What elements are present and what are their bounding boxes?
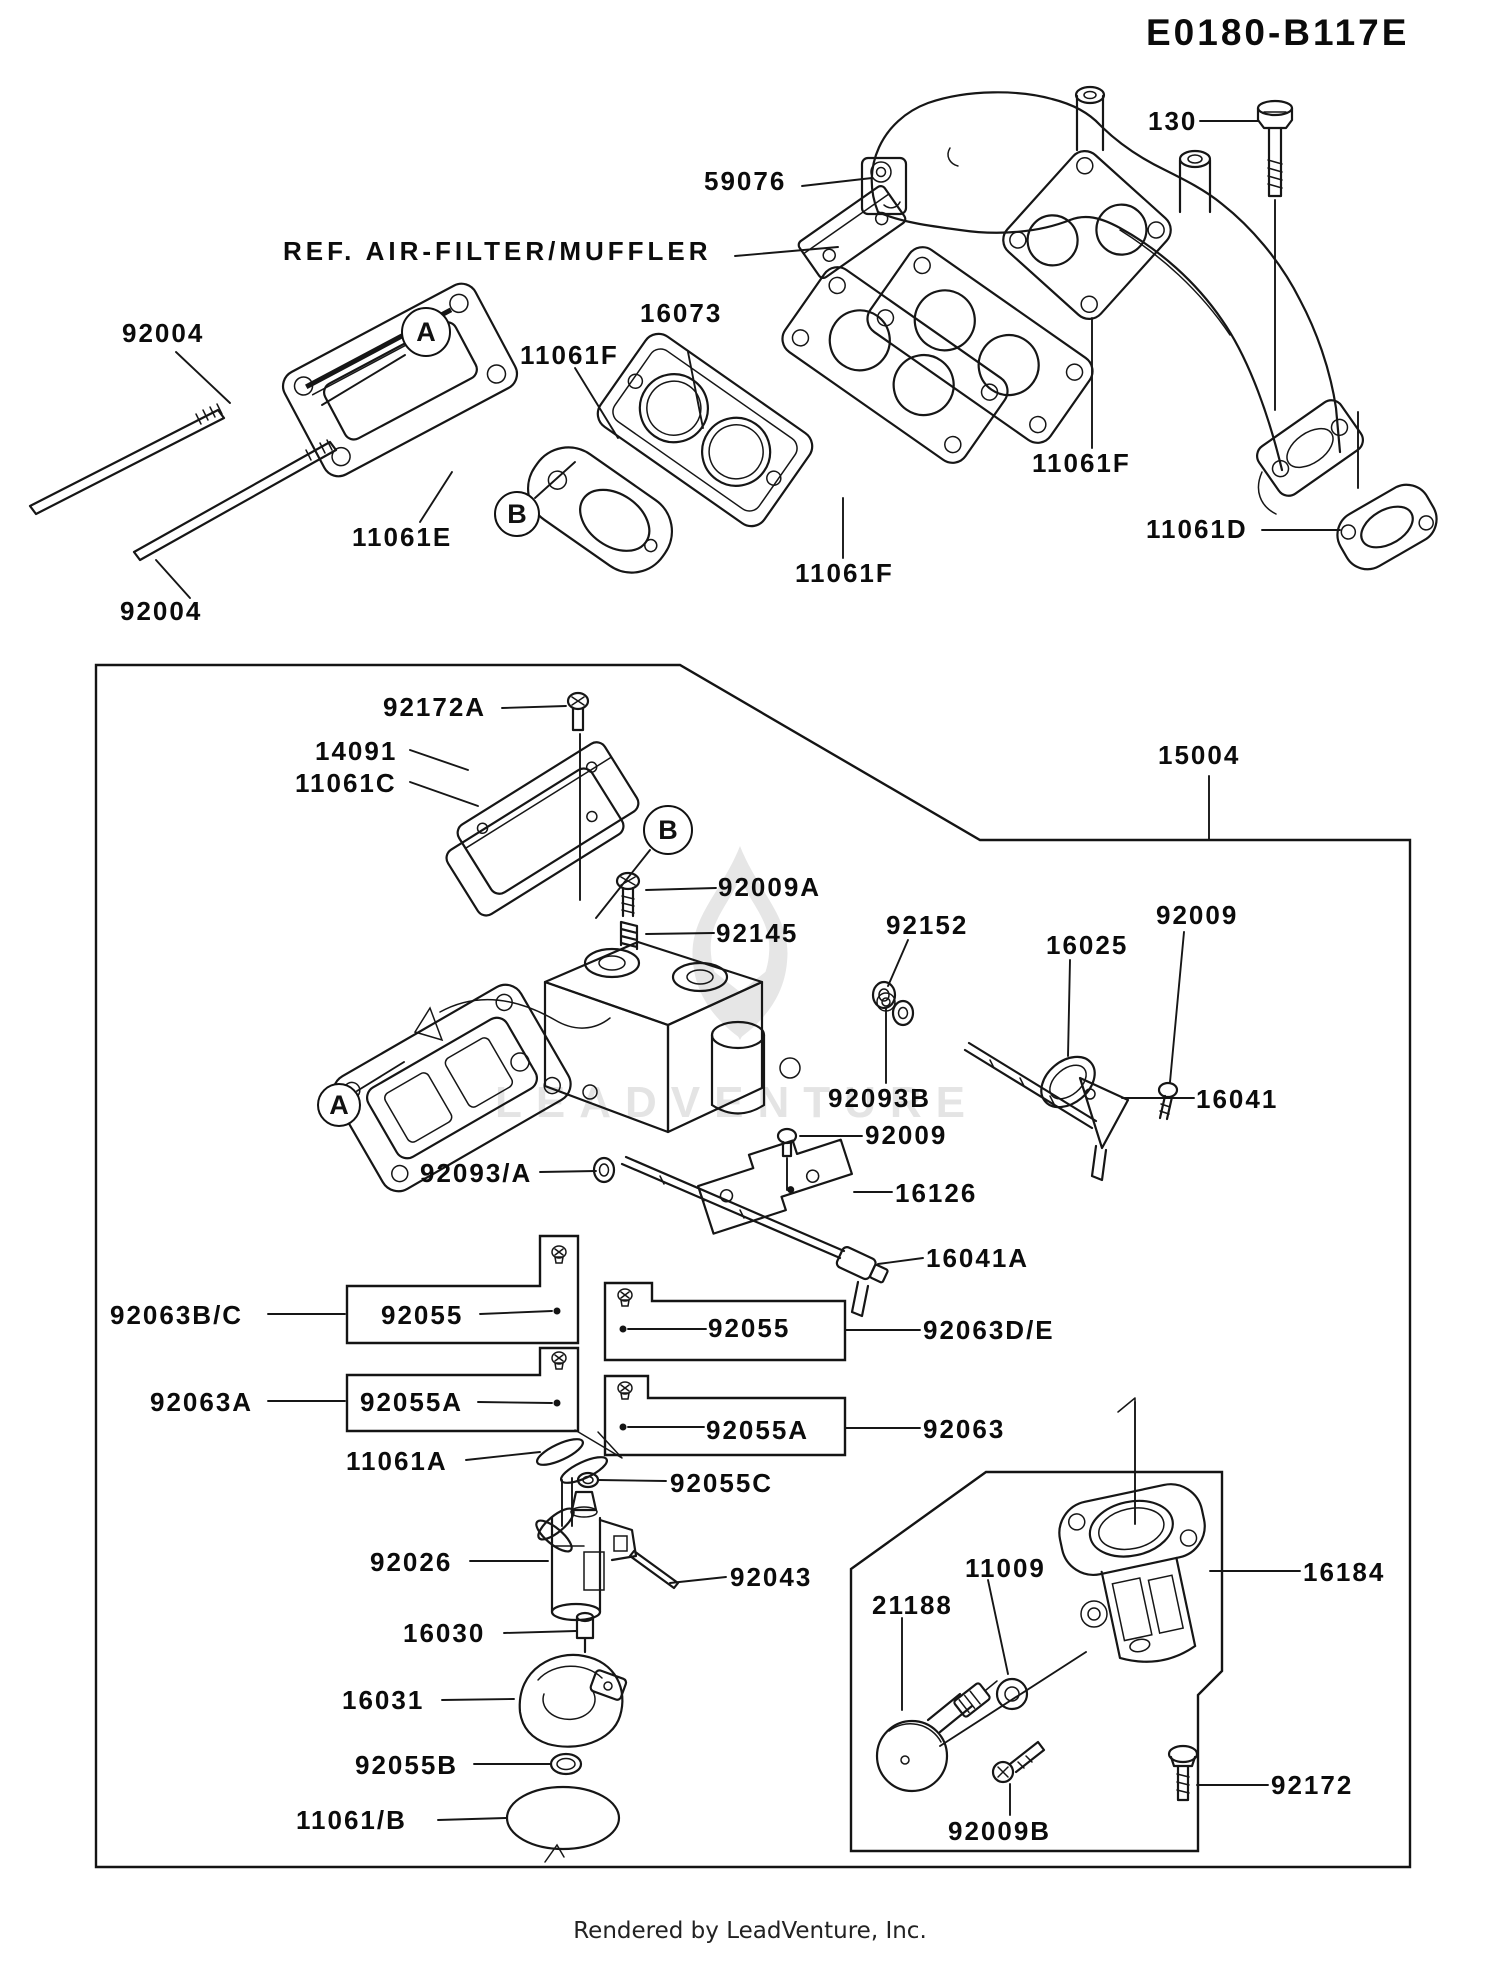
part-label-16030[interactable]: 16030	[403, 1618, 486, 1648]
part-label-92145[interactable]: 92145	[716, 918, 799, 948]
part-drawing-92152-washers	[871, 980, 915, 1027]
assembly-box-15004	[94, 663, 1412, 1869]
part-drawing-92172A-screw	[566, 691, 590, 732]
leader-lines	[155, 120, 1359, 1821]
part-label-16126[interactable]: 16126	[895, 1178, 978, 1208]
part-label-92055B[interactable]: 92055B	[355, 1750, 459, 1780]
part-label-21188[interactable]: 21188	[872, 1590, 953, 1620]
part-label-92063BC[interactable]: 92063B/C	[110, 1300, 244, 1330]
part-drawing-11009-washer	[995, 1677, 1029, 1711]
part-label-92172[interactable]: 92172	[1271, 1770, 1354, 1800]
part-label-92009-2[interactable]: 92009	[865, 1120, 948, 1150]
part-label-92152[interactable]: 92152	[886, 910, 969, 940]
part-label-92009B[interactable]: 92009B	[948, 1816, 1052, 1846]
part-drawing-92043-rod	[628, 1549, 680, 1590]
part-label-15004[interactable]: 15004	[1158, 740, 1241, 770]
part-drawing-92009B-screw	[991, 1740, 1046, 1784]
part-drawing-92009A-screw	[615, 871, 641, 918]
part-drawing-14091-bracket	[456, 741, 640, 895]
part-label-16041[interactable]: 16041	[1196, 1084, 1279, 1114]
part-label-11061B[interactable]: 11061/B	[296, 1805, 407, 1835]
kit-box-92055A-2	[603, 1374, 847, 1457]
part-label-92172A[interactable]: 92172A	[383, 692, 487, 722]
part-drawing-16031-float	[518, 1653, 628, 1748]
part-label-130[interactable]: 130	[1148, 106, 1198, 136]
part-label-14091[interactable]: 14091	[315, 736, 398, 766]
part-label-92043[interactable]: 92043	[730, 1562, 813, 1592]
part-label-11061C[interactable]: 11061C	[295, 768, 397, 798]
part-drawing-92009-screw-right	[1157, 1081, 1179, 1121]
part-drawing-ref-bracket	[797, 185, 907, 279]
part-label-92055-1[interactable]: 92055	[381, 1300, 464, 1330]
part-drawing-16073-plate	[596, 332, 814, 528]
part-label-16031[interactable]: 16031	[342, 1685, 425, 1715]
part-drawing-130-bolt	[1256, 99, 1294, 198]
part-label-92004-2[interactable]: 92004	[120, 596, 203, 626]
footer-credit: Rendered by LeadVenture, Inc.	[573, 1918, 927, 1944]
part-drawing-59076	[860, 85, 1364, 515]
part-drawing-11061D-flange	[1336, 483, 1438, 571]
inner-box-float-bowl	[849, 1470, 1224, 1853]
part-drawing-11061F-gasket-3	[1002, 150, 1172, 320]
part-label-92026[interactable]: 92026	[370, 1547, 453, 1577]
diagram-code-title: E0180-B117E	[1146, 12, 1410, 53]
part-drawing-11061B-gasket	[505, 1785, 621, 1863]
part-label-11061A[interactable]: 11061A	[346, 1446, 448, 1476]
part-label-92009A[interactable]: 92009A	[718, 872, 822, 902]
part-drawing-92055B-oring	[549, 1752, 583, 1776]
part-drawing-92026-valve	[535, 1490, 638, 1622]
part-label-92093A[interactable]: 92093/A	[420, 1158, 533, 1188]
part-label-92004-1[interactable]: 92004	[122, 318, 205, 348]
part-label-92055A-1[interactable]: 92055A	[360, 1387, 464, 1417]
part-label-11061D[interactable]: 11061D	[1146, 514, 1248, 544]
part-label-11061F-3[interactable]: 11061F	[1032, 448, 1131, 478]
part-drawing-21188	[875, 1680, 998, 1793]
part-label-11061F-2[interactable]: 11061F	[795, 558, 894, 588]
part-drawing-16025-plate	[1040, 1055, 1096, 1109]
part-label-16073[interactable]: 16073	[640, 298, 723, 328]
part-label-92055A-2[interactable]: 92055A	[706, 1415, 810, 1445]
part-label-92009-1[interactable]: 92009	[1156, 900, 1239, 930]
part-label-92063A[interactable]: 92063A	[150, 1387, 254, 1417]
part-label-11009[interactable]: 11009	[965, 1553, 1046, 1583]
part-label-16041A[interactable]: 16041A	[926, 1243, 1030, 1273]
part-label-92055C[interactable]: 92055C	[670, 1468, 774, 1498]
part-label-11061F-1[interactable]: 11061F	[520, 340, 619, 370]
kit-box-92055A-1	[345, 1346, 580, 1433]
part-drawing-16184-chamber	[1058, 1397, 1206, 1663]
part-drawing-92004-studs	[28, 403, 338, 562]
part-drawing-92172-screw	[1167, 1744, 1199, 1802]
part-drawing-16041-shaft	[963, 1041, 1130, 1182]
part-drawing-11061C-gasket	[445, 767, 625, 917]
part-label-59076[interactable]: 59076	[704, 166, 787, 196]
part-label-11061E[interactable]: 11061E	[352, 522, 453, 552]
part-drawing-92093A-oring	[592, 1156, 616, 1184]
kit-box-92055-2	[603, 1281, 847, 1362]
part-drawing-11061F-gasket-2	[866, 246, 1094, 444]
part-label-16025[interactable]: 16025	[1046, 930, 1129, 960]
part-label-92055-2[interactable]: 92055	[708, 1313, 791, 1343]
part-label-92063DE[interactable]: 92063D/E	[923, 1315, 1055, 1345]
part-drawing-gasket-b	[526, 446, 674, 574]
part-label-ref-air-filter-muffler: REF. AIR-FILTER/MUFFLER	[283, 236, 712, 266]
part-drawing-carburetor-body	[413, 940, 896, 1134]
part-drawing-16030-needle	[575, 1611, 595, 1654]
part-label-92093B[interactable]: 92093B	[828, 1083, 932, 1113]
part-drawing-16041A-shaft	[620, 1155, 889, 1318]
part-drawing-16126-plate	[697, 1138, 853, 1235]
part-label-16184[interactable]: 16184	[1303, 1557, 1386, 1587]
kit-box-92055-1	[345, 1234, 580, 1345]
part-label-92063[interactable]: 92063	[923, 1414, 1006, 1444]
